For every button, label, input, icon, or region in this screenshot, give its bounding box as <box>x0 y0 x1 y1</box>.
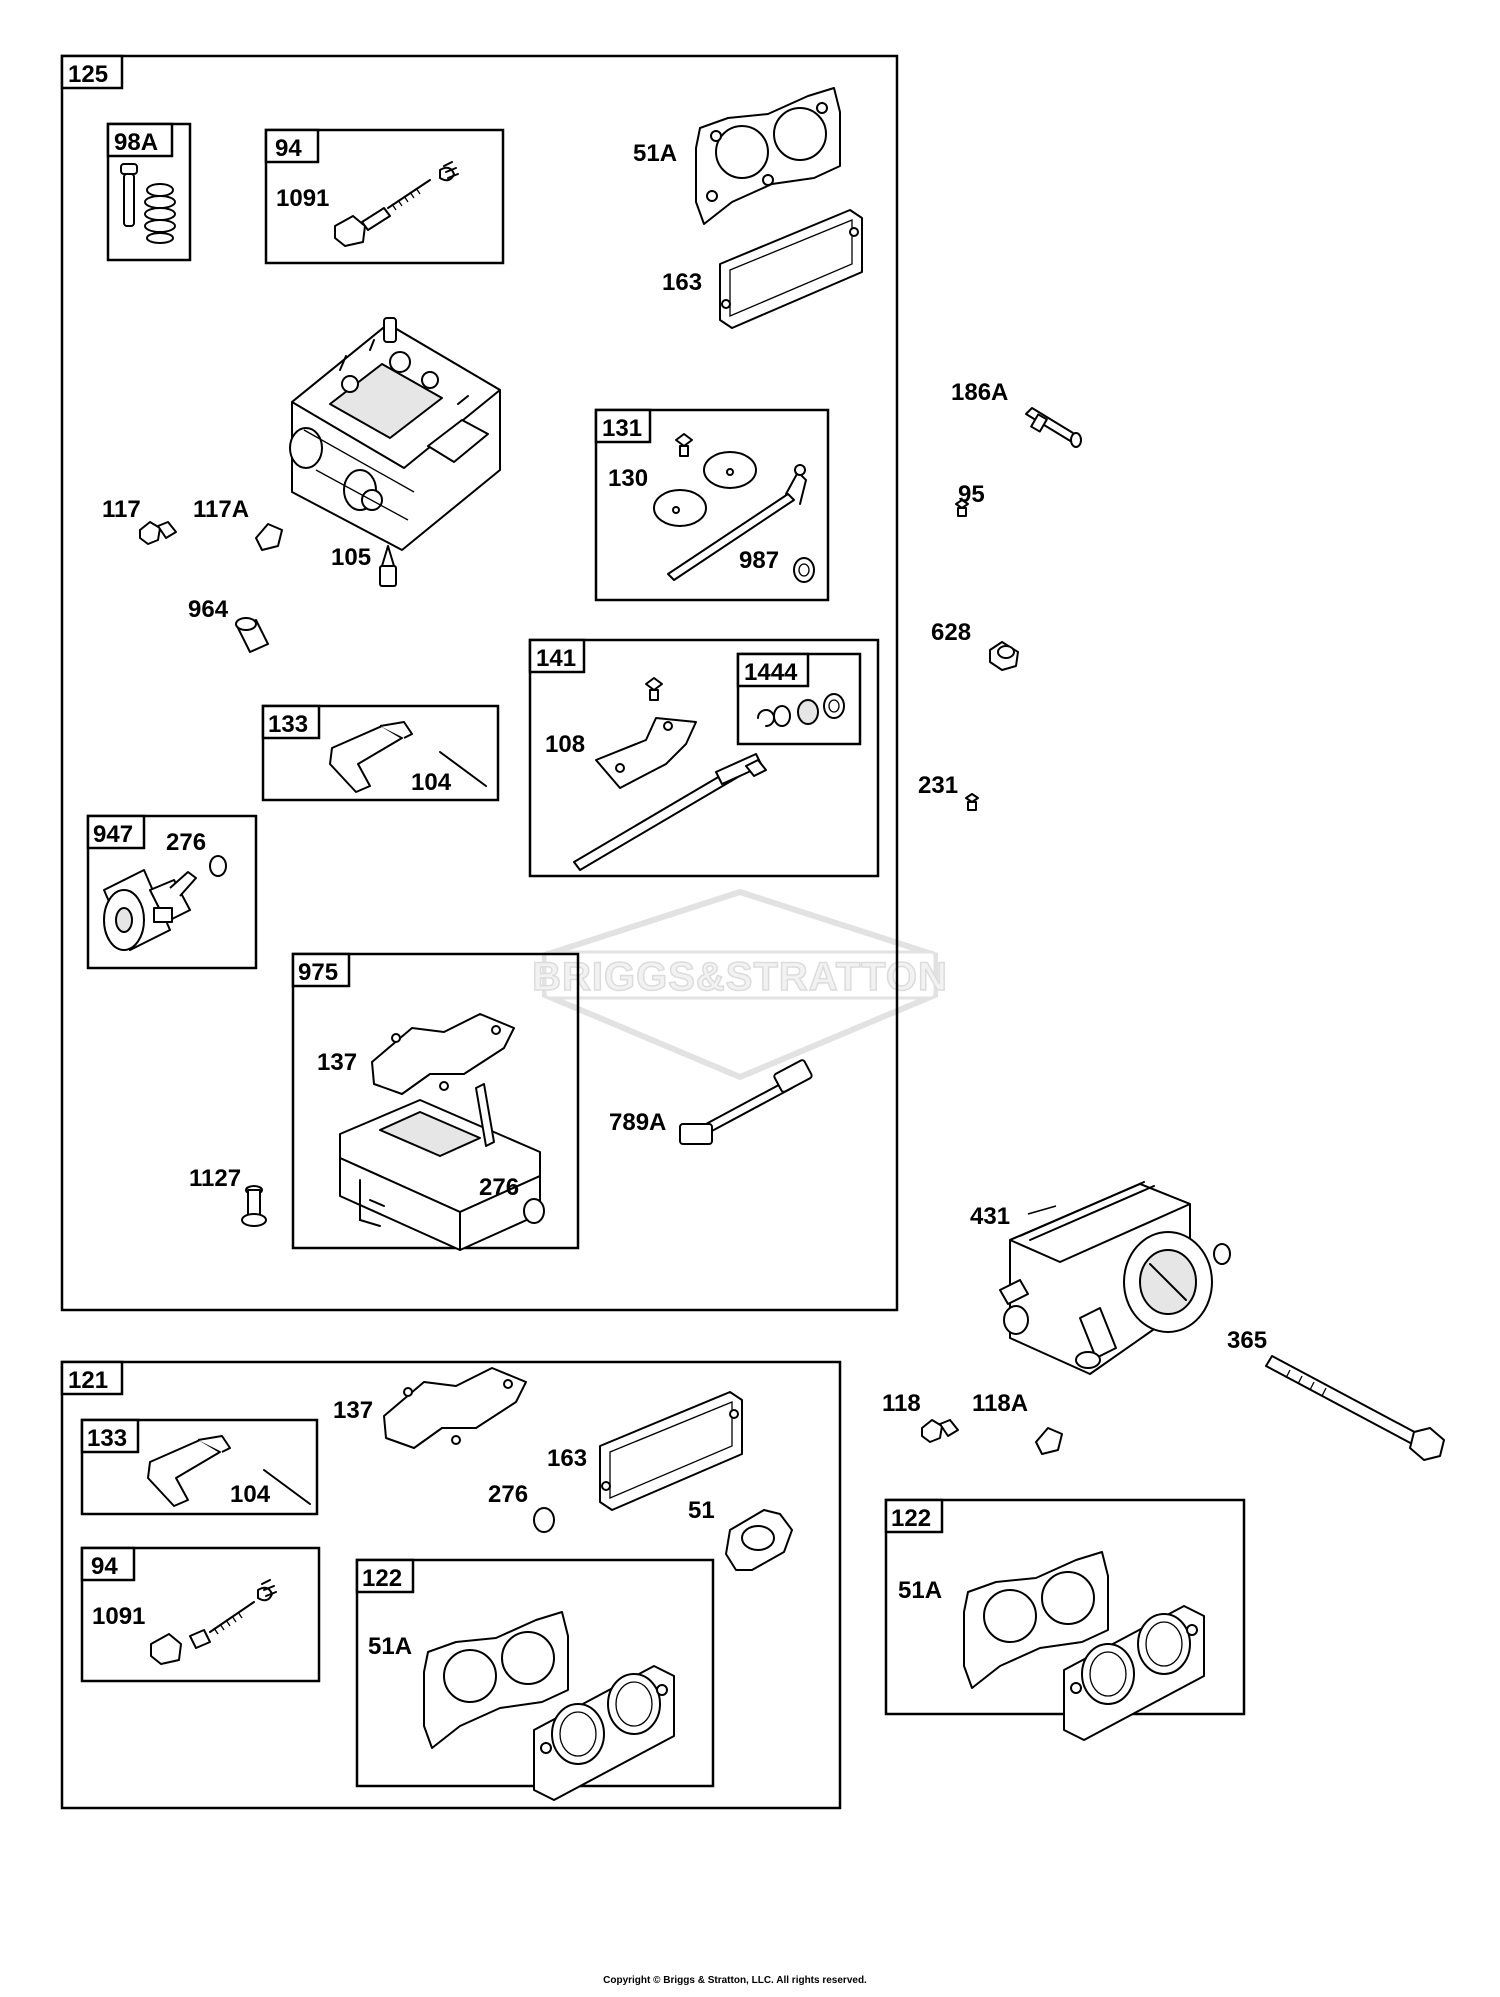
label-51A-inner: 51A <box>368 1633 412 1660</box>
label-1127: 1127 <box>189 1165 241 1192</box>
label-117A: 117A <box>193 496 249 523</box>
briggs-stratton-watermark-logo: BRIGGS&STRATTON <box>531 888 948 1081</box>
watermark-text: BRIGGS&STRATTON <box>532 955 948 999</box>
copyright-notice: Copyright © Briggs & Stratton, LLC. All … <box>603 1975 867 1986</box>
group-133-top-tag: 133 <box>268 711 308 738</box>
part-1127-screw <box>241 1185 267 1227</box>
group-975-tag: 975 <box>298 959 338 986</box>
part-98A-screw-spring <box>120 163 176 244</box>
group-947-tag: 947 <box>93 821 133 848</box>
part-105-needle <box>379 545 397 587</box>
part-1444-seal-kit <box>757 693 845 727</box>
part-789A-wire-harness <box>679 1059 813 1145</box>
label-231: 231 <box>918 772 958 799</box>
group-975-box <box>291 952 580 1250</box>
part-122-spacer-inner <box>533 1665 675 1801</box>
part-163-gasket-bottom <box>599 1391 743 1511</box>
group-122-inner-tag: 122 <box>362 1565 402 1592</box>
part-133-lever-bottom <box>147 1435 311 1507</box>
part-137-gasket-top <box>371 1013 515 1095</box>
group-1444-tag: 1444 <box>744 659 798 686</box>
part-975-float-bowl <box>339 1083 541 1251</box>
label-1091-bottom: 1091 <box>92 1603 145 1630</box>
part-964-plug <box>235 617 269 653</box>
label-276-bottom: 276 <box>488 1481 528 1508</box>
label-130: 130 <box>608 465 648 492</box>
group-141-box <box>528 638 880 878</box>
group-121-tag: 121 <box>68 1367 108 1394</box>
label-51A-top: 51A <box>633 140 677 167</box>
label-118A: 118A <box>972 1390 1028 1417</box>
label-431: 431 <box>970 1203 1010 1230</box>
part-51A-gasket-inner <box>423 1611 569 1749</box>
label-1091-top: 1091 <box>276 185 329 212</box>
part-108-throttle-plate-shaft <box>573 677 767 871</box>
label-137-top: 137 <box>317 1049 357 1076</box>
label-105: 105 <box>331 544 371 571</box>
part-947-fuel-solenoid <box>103 855 227 951</box>
part-163-gasket-top <box>719 209 863 329</box>
group-133-bottom-tag: 133 <box>87 1425 127 1452</box>
part-1091-mixture-screw-bottom <box>150 1579 277 1665</box>
group-141-tag: 141 <box>536 645 576 672</box>
part-51A-gasket-standalone <box>963 1551 1109 1689</box>
part-131-choke-plates-shaft <box>653 433 815 583</box>
group-133-bottom-box <box>80 1418 319 1516</box>
label-137-bottom: 137 <box>333 1397 373 1424</box>
part-95-screw <box>955 499 969 517</box>
part-365-long-bolt <box>1265 1355 1445 1461</box>
part-1091-mixture-screw <box>334 161 459 247</box>
part-117-fitting <box>139 521 177 545</box>
label-365: 365 <box>1227 1327 1267 1354</box>
label-51A-standalone: 51A <box>898 1577 942 1604</box>
part-carburetor-body <box>289 317 501 551</box>
part-276-oring-bottom <box>533 1507 555 1533</box>
part-122-spacer-standalone <box>1063 1605 1205 1741</box>
part-137-gasket-bottom <box>383 1367 527 1449</box>
label-789A: 789A <box>609 1109 666 1136</box>
part-133-lever <box>329 721 487 793</box>
label-117: 117 <box>102 496 141 523</box>
group-94-top-box <box>264 128 505 265</box>
part-628-bolt <box>989 641 1019 671</box>
label-276-975: 276 <box>479 1174 519 1201</box>
group-125-box <box>60 54 899 1312</box>
label-104-bottom: 104 <box>230 1481 271 1508</box>
part-118-fitting <box>921 1419 959 1443</box>
group-131-tag: 131 <box>602 415 642 442</box>
part-118A-fitting <box>1035 1427 1063 1455</box>
label-118: 118 <box>882 1390 921 1417</box>
label-987: 987 <box>739 547 779 574</box>
part-117A-fitting <box>255 523 283 551</box>
label-163-top: 163 <box>662 269 702 296</box>
group-125-tag: 125 <box>68 61 108 88</box>
group-131-box <box>594 408 830 602</box>
part-51-gasket <box>725 1509 793 1571</box>
group-98A-tag: 98A <box>114 129 158 156</box>
group-947-box <box>86 814 258 970</box>
label-186A: 186A <box>951 379 1008 406</box>
label-104-top: 104 <box>411 769 452 796</box>
group-133-top-box <box>261 704 500 802</box>
group-121-box <box>60 1360 842 1810</box>
group-94-bottom-tag: 94 <box>91 1553 118 1580</box>
label-51: 51 <box>688 1497 715 1524</box>
label-163-bottom: 163 <box>547 1445 587 1472</box>
part-51A-gasket-top <box>695 87 841 225</box>
label-628: 628 <box>931 619 971 646</box>
part-431-throttle-body <box>999 1181 1231 1375</box>
part-231-screw <box>965 793 979 811</box>
part-276-oring-975 <box>523 1198 545 1224</box>
label-108: 108 <box>545 731 585 758</box>
part-186A-tube <box>1025 407 1082 448</box>
group-94-top-tag: 94 <box>275 135 302 162</box>
group-94-bottom-box <box>80 1546 321 1683</box>
label-276-947: 276 <box>166 829 206 856</box>
group-122-standalone-tag: 122 <box>891 1505 931 1532</box>
label-964: 964 <box>188 596 229 623</box>
